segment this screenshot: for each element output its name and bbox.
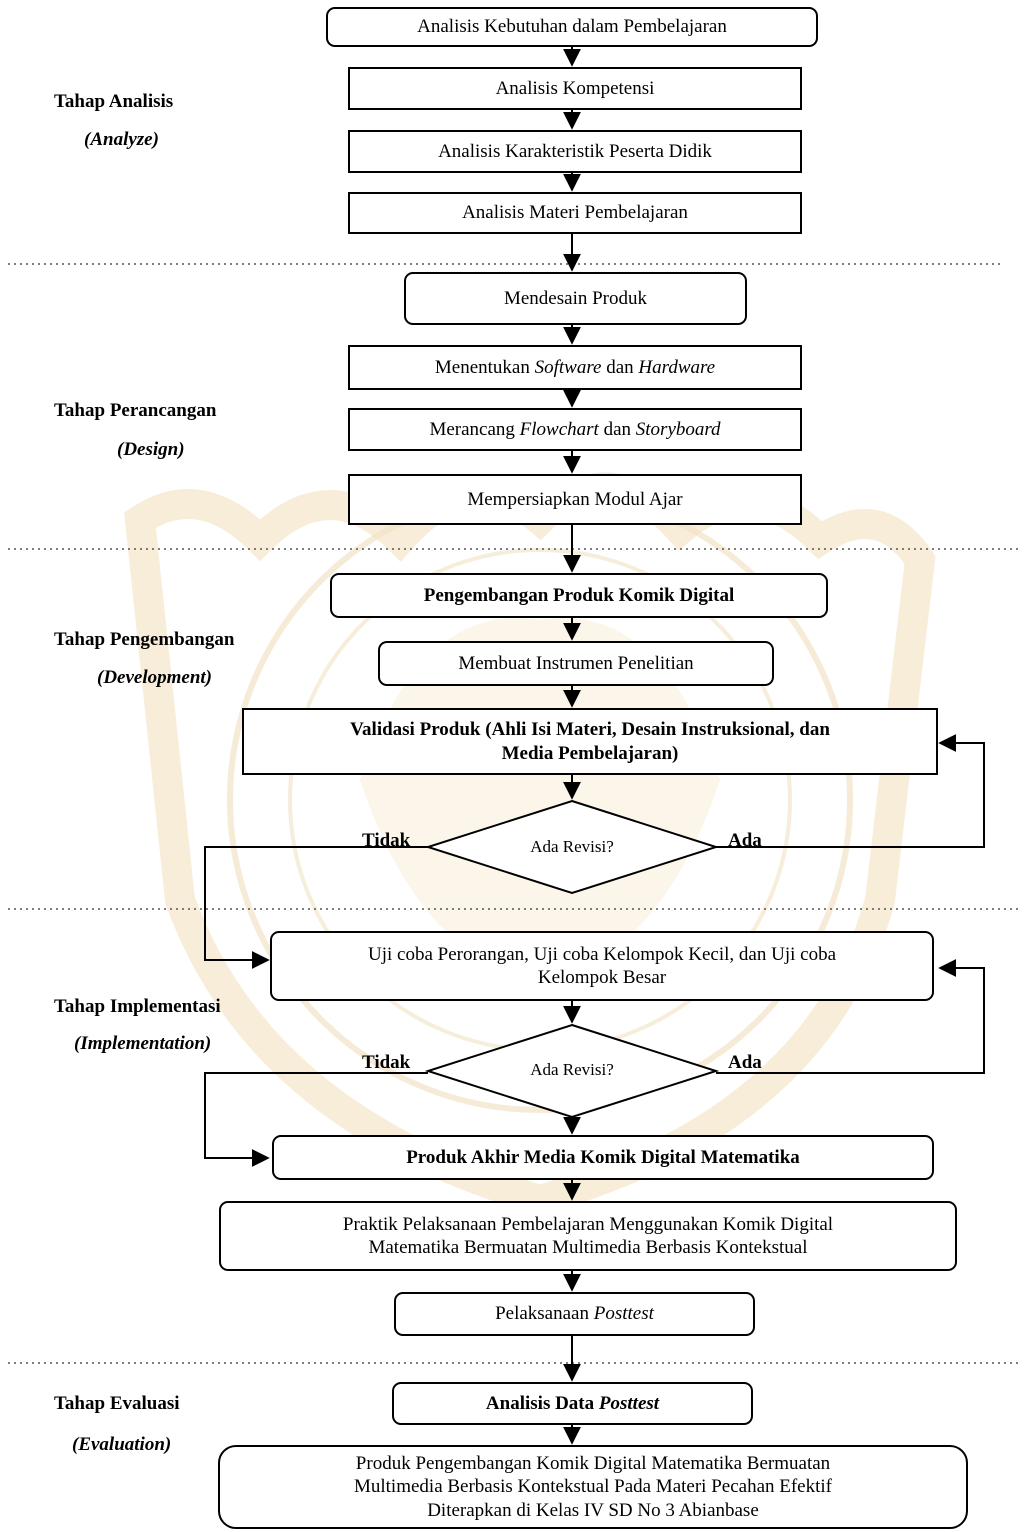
step-label: Analisis Kompetensi bbox=[495, 77, 655, 99]
step-label: Analisis Data Posttest bbox=[485, 1392, 660, 1414]
step-label: Pelaksanaan Posttest bbox=[495, 1303, 654, 1325]
stage-implementation-title: Tahap Implementasi bbox=[54, 996, 221, 1017]
step-label: Menentukan Software dan Hardware bbox=[434, 356, 716, 378]
step-label: Validasi Produk (Ahli Isi Materi, Desain… bbox=[350, 719, 830, 764]
step-label: Analisis Materi Pembelajaran bbox=[462, 202, 688, 224]
step-label: Produk Pengembangan Komik Digital Matema… bbox=[353, 1453, 833, 1521]
step-label: Pengembangan Produk Komik Digital bbox=[423, 584, 735, 606]
stage-evaluation-english: (Evaluation) bbox=[72, 1434, 172, 1455]
decision-diamond-1 bbox=[424, 799, 720, 895]
stage-analyze-english: (Analyze) bbox=[84, 129, 159, 150]
stage-design-title: Tahap Perancangan bbox=[54, 400, 217, 421]
step-analisis-data-posttest: Analisis Data Posttest bbox=[392, 1382, 753, 1425]
step-merancang-flowchart: Merancang Flowchart dan Storyboard bbox=[348, 408, 802, 451]
step-label: Mempersiapkan Modul Ajar bbox=[467, 488, 683, 510]
decision-yes-1: Ada bbox=[728, 830, 762, 851]
step-label: Produk Akhir Media Komik Digital Matemat… bbox=[406, 1146, 800, 1168]
step-label: Analisis Karakteristik Peserta Didik bbox=[438, 140, 712, 162]
step-label: Praktik Pelaksanaan Pembelajaran Menggun… bbox=[342, 1213, 834, 1258]
step-uji-coba: Uji coba Perorangan, Uji coba Kelompok K… bbox=[270, 931, 934, 1001]
step-pengembangan-produk: Pengembangan Produk Komik Digital bbox=[330, 573, 828, 618]
step-label: Uji coba Perorangan, Uji coba Kelompok K… bbox=[368, 943, 836, 988]
step-praktik-pelaksanaan: Praktik Pelaksanaan Pembelajaran Menggun… bbox=[219, 1201, 957, 1271]
stage-development-title: Tahap Pengembangan bbox=[54, 629, 235, 650]
stage-design-english: (Design) bbox=[117, 439, 185, 460]
step-menentukan-software: Menentukan Software dan Hardware bbox=[348, 345, 802, 390]
step-analisis-kebutuhan: Analisis Kebutuhan dalam Pembelajaran bbox=[326, 7, 818, 47]
step-pelaksanaan-posttest: Pelaksanaan Posttest bbox=[394, 1292, 755, 1336]
step-instrumen-penelitian: Membuat Instrumen Penelitian bbox=[378, 641, 774, 686]
branch-tidak-1 bbox=[204, 846, 428, 969]
step-modul-ajar: Mempersiapkan Modul Ajar bbox=[348, 474, 802, 525]
stage-evaluation-title: Tahap Evaluasi bbox=[54, 1393, 180, 1414]
step-label: Membuat Instrumen Penelitian bbox=[458, 652, 694, 674]
loop-ada-2 bbox=[716, 959, 985, 1074]
step-analisis-kompetensi: Analisis Kompetensi bbox=[348, 67, 802, 110]
loop-ada-1 bbox=[716, 734, 985, 848]
step-mendesain-produk: Mendesain Produk bbox=[404, 272, 747, 325]
branch-tidak-2 bbox=[204, 1072, 428, 1167]
step-label: Merancang Flowchart dan Storyboard bbox=[429, 418, 721, 440]
step-analisis-materi: Analisis Materi Pembelajaran bbox=[348, 192, 802, 234]
decision-question-1: Ada Revisi? bbox=[530, 837, 614, 856]
decision-diamond-2 bbox=[424, 1023, 720, 1119]
stage-implementation-english: (Implementation) bbox=[74, 1033, 212, 1054]
stage-dividers bbox=[8, 263, 1022, 1364]
decision-no-1: Tidak bbox=[362, 830, 411, 851]
step-validasi-produk: Validasi Produk (Ahli Isi Materi, Desain… bbox=[242, 708, 938, 775]
decision-yes-2: Ada bbox=[728, 1052, 762, 1073]
stage-development-english: (Development) bbox=[97, 667, 213, 688]
step-label: Mendesain Produk bbox=[503, 287, 647, 309]
stage-analyze-title: Tahap Analisis bbox=[54, 91, 174, 112]
decision-question-2: Ada Revisi? bbox=[530, 1060, 614, 1079]
step-label: Analisis Kebutuhan dalam Pembelajaran bbox=[417, 16, 727, 38]
step-analisis-karakteristik: Analisis Karakteristik Peserta Didik bbox=[348, 130, 802, 173]
decision-no-2: Tidak bbox=[362, 1052, 411, 1073]
step-produk-pengembangan-final: Produk Pengembangan Komik Digital Matema… bbox=[218, 1445, 968, 1529]
step-produk-akhir: Produk Akhir Media Komik Digital Matemat… bbox=[272, 1135, 934, 1180]
